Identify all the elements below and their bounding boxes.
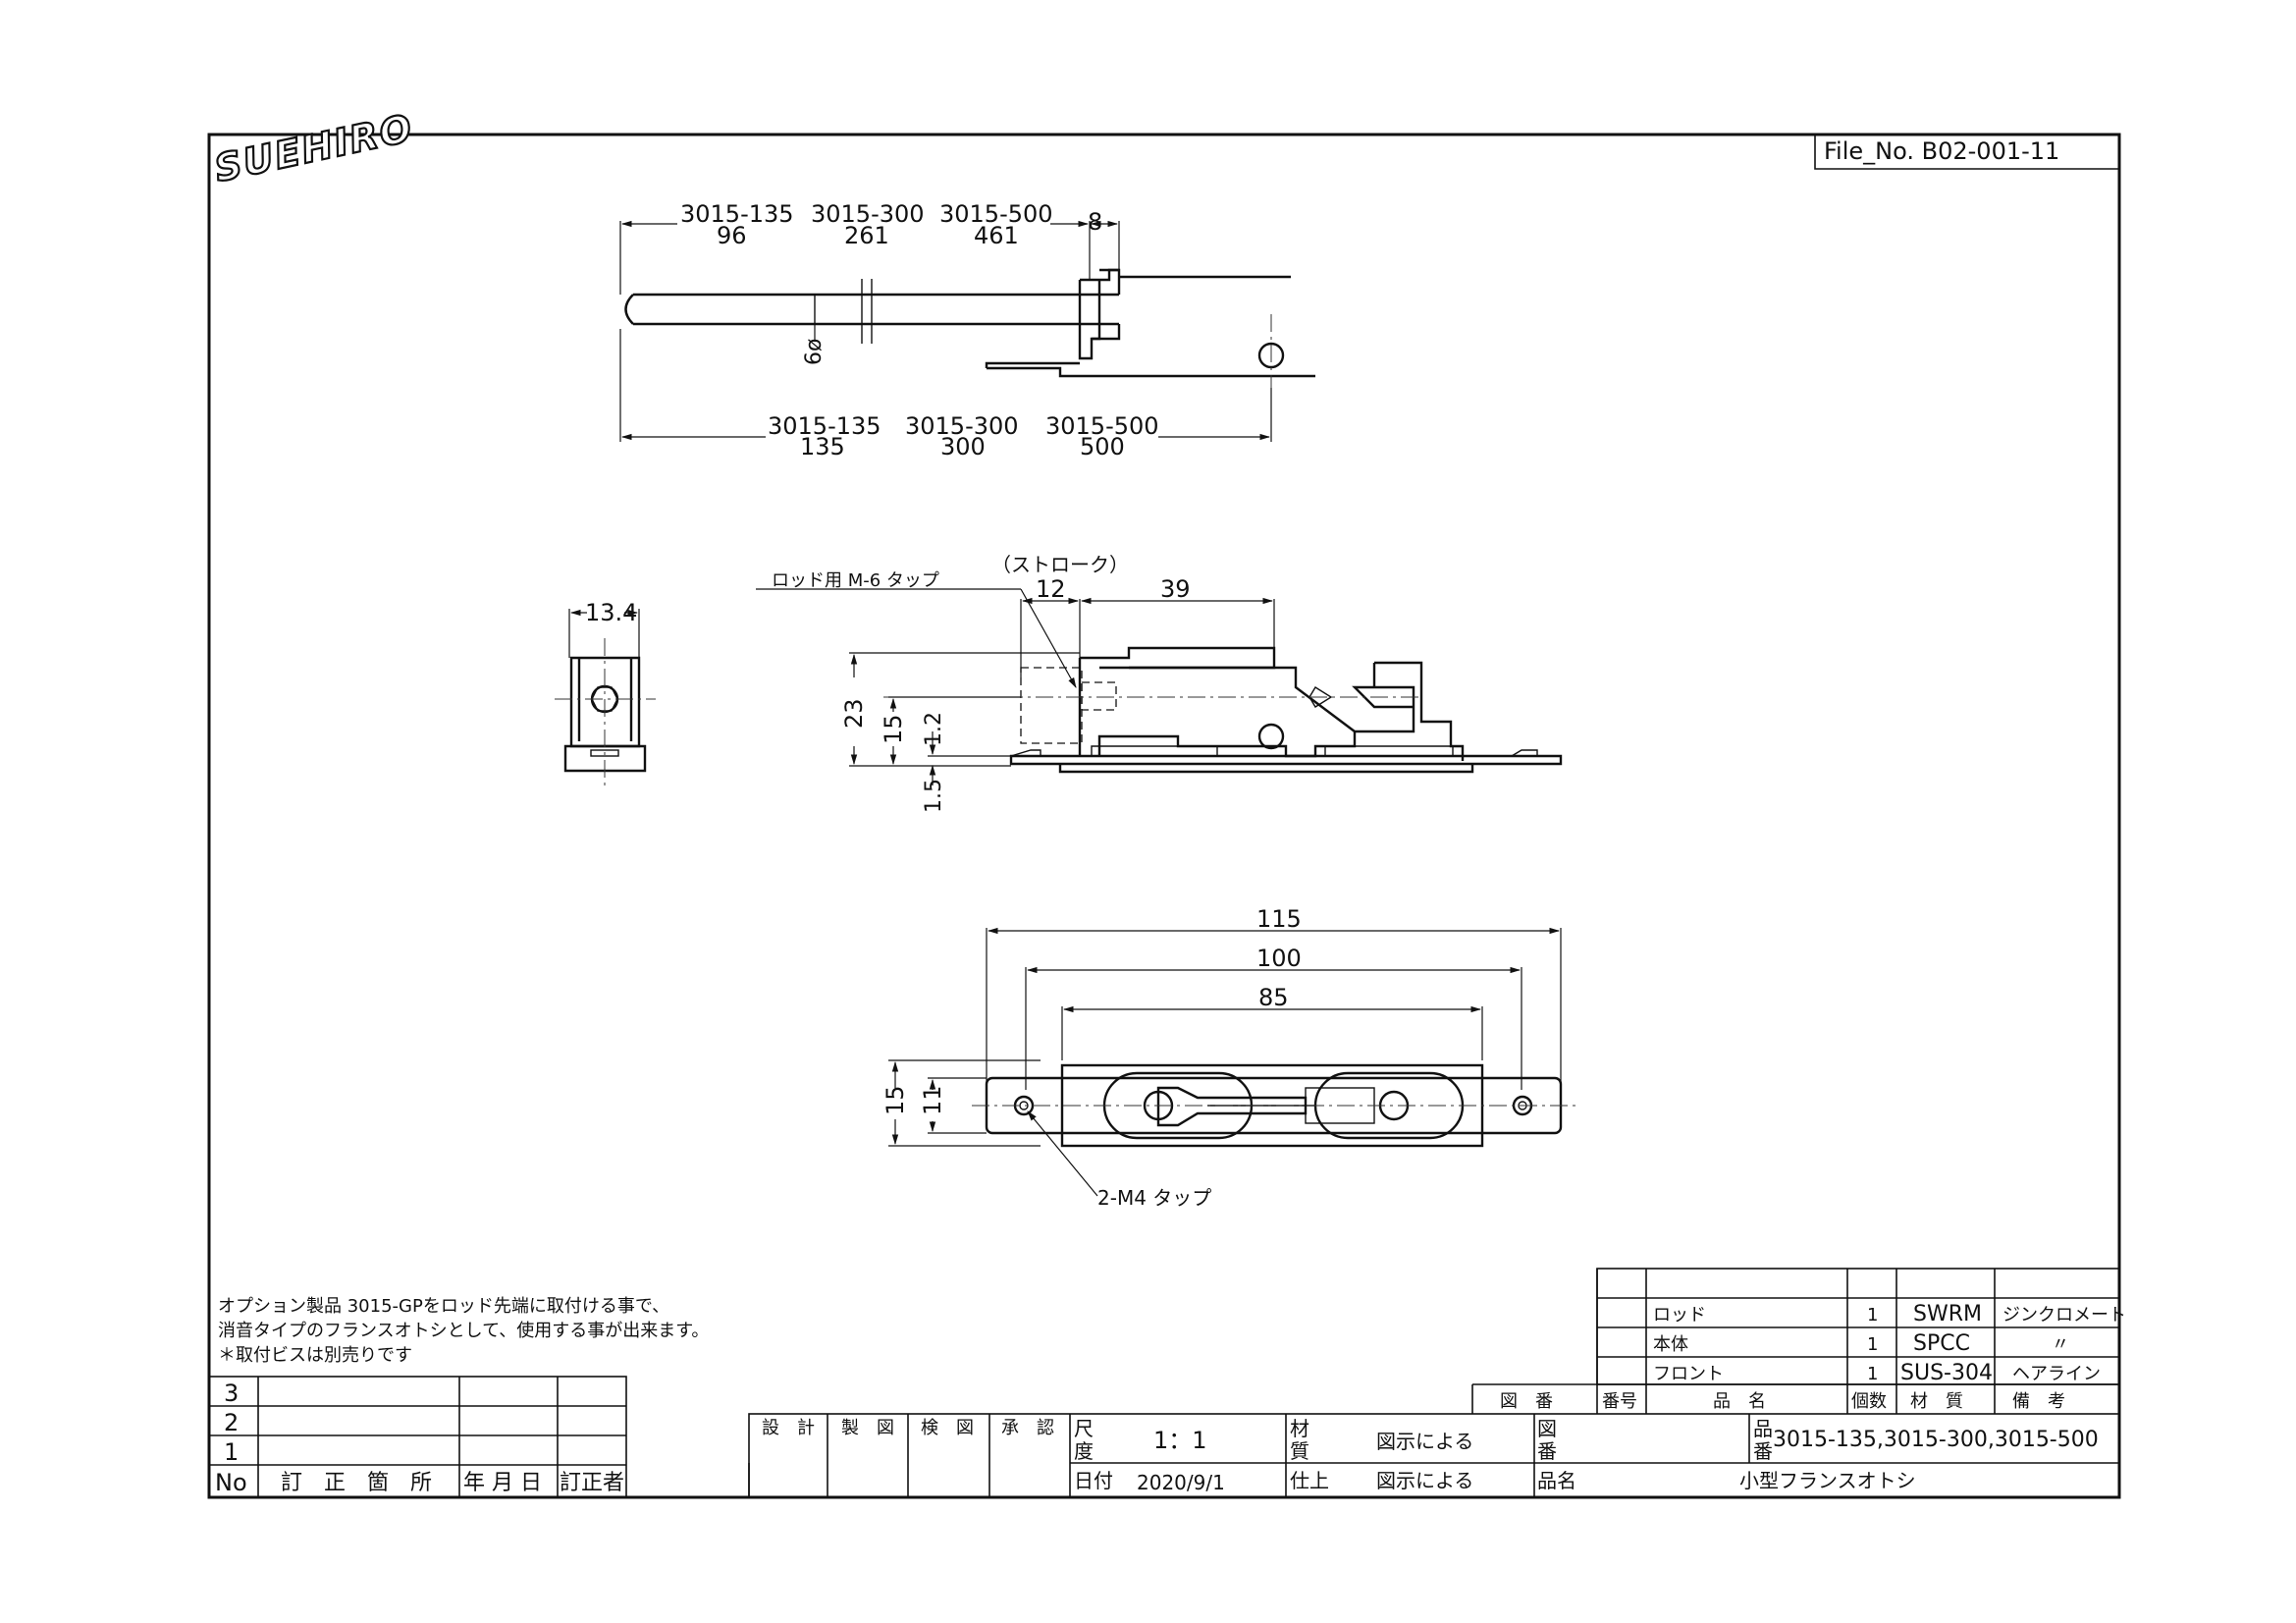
logo-text: SUEHIRO [211,106,417,190]
note-line-1: オプション製品 3015-GPをロッド先端に取付ける事で、 [218,1296,669,1317]
offset-dim: 8 [1088,208,1102,236]
total-dim-model-2: 3015-300 [905,412,1019,440]
end-view: 13.4 [555,599,656,785]
front-dim-11: 11 [919,1085,946,1115]
parts-header-kosu: 個数 [1851,1391,1887,1412]
parts-header-bango: 番号 [1602,1391,1637,1412]
approval-kenzu: 検 図 [921,1418,974,1438]
revision-table: 3 2 1 No 訂 正 箇 所 年 月 日 訂正者 [208,1376,627,1498]
part-material-2: SPCC [1913,1331,1970,1356]
rod-break [861,279,873,344]
total-dim-value-3: 500 [1080,433,1125,460]
tap-label-m6: ロッド用 M-6 タップ [772,570,939,591]
material-label-2: 質 [1290,1439,1309,1463]
rod-dim-model-1: 3015-135 [680,200,794,228]
part-note-2: 〃 [2052,1334,2069,1355]
revision-row-2: 2 [224,1409,239,1436]
side-hole [1257,723,1285,750]
stroke-label: （ストローク） [991,553,1129,576]
note-line-2: 消音タイプのフランスオトシとして、使用する事が出来ます。 [218,1321,709,1341]
product-name-label: 品名 [1537,1469,1576,1492]
parts-header-biko: 備 考 [2012,1391,2065,1412]
total-dim-model-3: 3015-500 [1045,412,1159,440]
finish-value: 図示による [1376,1469,1473,1492]
side-dim-1-2: 1.2 [922,712,946,746]
parts-header-zaishitsu: 材 質 [1910,1391,1963,1412]
stroke-dim-12: 12 [1036,575,1066,603]
scale-value: 1：1 [1153,1427,1207,1454]
front-dim-15: 15 [881,1085,909,1115]
front-dim-85: 85 [1258,984,1289,1011]
stroke-dim-39: 39 [1160,575,1191,603]
part-name-3: フロント [1653,1364,1724,1384]
part-qty-3: 1 [1867,1364,1878,1384]
product-name-value: 小型フランスオトシ [1739,1469,1916,1492]
part-material-1: SWRM [1913,1302,1982,1326]
revision-row-1: 1 [224,1438,239,1466]
front-plate [1009,754,1563,766]
drawing-frame [207,133,2121,1499]
part-note-1: ジンクロメート [2002,1305,2126,1325]
approval-shonin: 承 認 [1001,1418,1054,1438]
part-qty-2: 1 [1867,1334,1878,1355]
revision-header-date: 年 月 日 [463,1471,542,1495]
scale-label-2: 度 [1074,1439,1094,1463]
part-name-2: 本体 [1653,1334,1688,1355]
side-dim-15: 15 [880,714,907,744]
part-name-1: ロッド [1653,1305,1706,1325]
approval-sekkei: 設 計 [762,1418,815,1438]
parts-header-zuban: 図 番 [1500,1391,1553,1412]
approval-seizu: 製 図 [841,1418,894,1438]
date-label: 日付 [1074,1469,1113,1492]
drawing-no-label-1: 図 [1537,1417,1557,1440]
revision-header-location: 訂 正 箇 所 [281,1471,432,1495]
part-no-value: 3015-135,3015-300,3015-500 [1773,1428,2099,1452]
revision-header-no: No [215,1469,247,1496]
rod-dim-value-3: 461 [974,222,1019,249]
revision-header-corrector: 訂正者 [560,1471,624,1495]
side-view: ロッド用 M-6 タップ （ストローク） 12 39 [756,553,1563,813]
rod-diameter: 6ø [802,339,827,365]
front-view: 115 100 85 15 11 [881,905,1575,1210]
part-note-3: ヘアライン [2012,1364,2101,1384]
rod-dim-value-2: 261 [844,222,889,249]
material-value: 図示による [1376,1430,1473,1453]
side-dim-1-5: 1.5 [922,779,946,813]
part-no-label-2: 番 [1753,1439,1773,1463]
end-width-dim: 13.4 [585,599,637,626]
material-label-1: 材 [1290,1417,1309,1440]
part-qty-1: 1 [1867,1305,1878,1325]
rod-dim-model-3: 3015-500 [939,200,1053,228]
revision-row-3: 3 [224,1380,239,1407]
total-dim-value-1: 135 [800,433,845,460]
part-no-label-1: 品 [1753,1417,1773,1440]
file-number-box: File_No. B02-001-11 [1814,135,2119,170]
total-dim-model-1: 3015-135 [768,412,881,440]
rod-dim-model-2: 3015-300 [811,200,925,228]
file-number: File_No. B02-001-11 [1824,137,2059,165]
parts-list: ロッド 1 SWRM ジンクロメート 本体 1 SPCC 〃 フロント 1 SU… [1471,1268,2126,1414]
suehiro-logo: SUEHIRO [210,105,419,191]
part-material-3: SUS-304 [1900,1361,1993,1385]
rod-shape [624,293,1119,326]
notes: オプション製品 3015-GPをロッド先端に取付ける事で、 消音タイプのフランス… [218,1296,709,1366]
tap-label-m4: 2-M4 タップ [1097,1186,1211,1210]
side-dim-23: 23 [840,698,868,729]
total-dim-value-2: 300 [940,433,986,460]
front-dim-115: 115 [1256,905,1302,933]
rod-dim-value-1: 96 [717,222,747,249]
date-value: 2020/9/1 [1137,1471,1225,1494]
top-view: 3015-135 96 3015-300 261 3015-500 461 8 … [619,200,1315,460]
note-line-3: ＊取付ビスは別売りです [218,1345,412,1366]
scale-label-1: 尺 [1074,1417,1094,1440]
front-dim-100: 100 [1256,945,1302,972]
drawing-no-label-2: 番 [1537,1439,1557,1463]
finish-label: 仕上 [1290,1469,1329,1492]
parts-header-hinmei: 品 名 [1713,1391,1766,1412]
title-block: 設 計 製 図 検 図 承 認 尺 度 1：1 日付 2020/9/1 材 質 … [748,1413,2120,1498]
